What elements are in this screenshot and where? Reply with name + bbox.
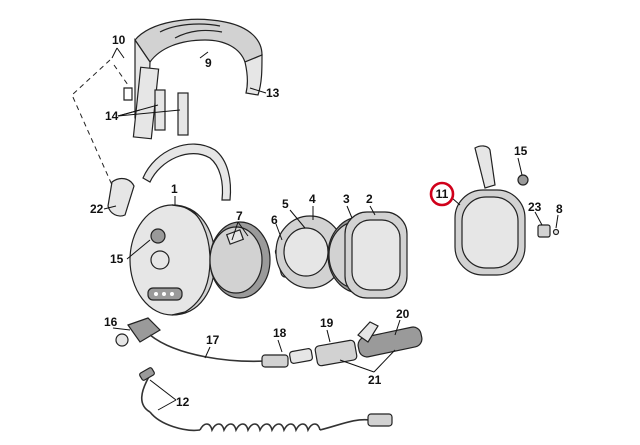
callout-1[interactable]: 1	[171, 182, 178, 196]
callout-11[interactable]: 11	[436, 187, 449, 201]
ear-cup-assembly-part[interactable]	[454, 145, 560, 276]
spring-band-part[interactable]	[142, 143, 232, 201]
callout-labels: 10 9 13 14 22 1 7 6 5 4 3 2 15 16 17 18 …	[90, 33, 563, 409]
callout-19[interactable]: 19	[320, 316, 334, 330]
callout-21[interactable]: 21	[368, 373, 382, 387]
highlight-ring	[429, 181, 455, 207]
callout-5[interactable]: 5	[282, 197, 289, 211]
headband-slider-part[interactable]	[123, 66, 189, 140]
callout-6[interactable]: 6	[271, 213, 278, 227]
callout-12[interactable]: 12	[176, 395, 190, 409]
coiled-cord-part[interactable]	[139, 367, 393, 433]
callout-2[interactable]: 2	[366, 192, 373, 206]
assembly-dash-line	[71, 59, 113, 186]
callout-13[interactable]: 13	[266, 86, 280, 100]
callout-4[interactable]: 4	[309, 192, 316, 206]
cable-assembly-part[interactable]	[115, 317, 423, 368]
callout-10[interactable]: 10	[112, 33, 126, 47]
foam-disc-part[interactable]	[275, 215, 345, 289]
leader-lines	[103, 47, 559, 411]
callout-8[interactable]: 8	[556, 202, 563, 216]
callout-18[interactable]: 18	[273, 326, 287, 340]
callout-17[interactable]: 17	[206, 333, 220, 347]
ear-cushion-part[interactable]	[209, 221, 271, 299]
callout-15-right[interactable]: 15	[514, 144, 528, 158]
cushion-ring-part[interactable]	[344, 211, 408, 299]
callout-22[interactable]: 22	[90, 202, 104, 216]
callout-16[interactable]: 16	[104, 315, 118, 329]
callout-7[interactable]: 7	[236, 209, 243, 223]
assembly-dash-line-2	[113, 64, 129, 86]
callout-3[interactable]: 3	[343, 192, 350, 206]
ear-cup-shell-part[interactable]	[129, 204, 216, 316]
callout-20[interactable]: 20	[396, 307, 410, 321]
callout-14[interactable]: 14	[105, 109, 119, 123]
cable-clip-part[interactable]	[107, 177, 135, 217]
callout-23[interactable]: 23	[528, 200, 542, 214]
callout-9[interactable]: 9	[205, 56, 212, 70]
callout-15[interactable]: 15	[110, 252, 124, 266]
